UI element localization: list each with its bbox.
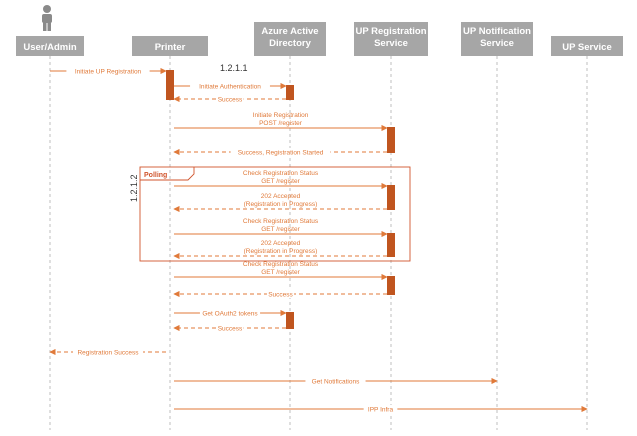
message-return: Success [173, 95, 286, 103]
message-sync: Initiate Authentication [174, 82, 287, 90]
message-label: Registration Success [77, 349, 139, 356]
participant-box [132, 36, 208, 56]
message-sync: Get Notifications [174, 377, 498, 385]
person-icon [42, 5, 52, 31]
participant-label: UP Registration [355, 26, 426, 37]
participant-label: Printer [155, 42, 186, 53]
participant-label: Service [480, 38, 514, 49]
message-label: IPP Infra [368, 406, 394, 413]
participant-upsvc: UP Service [551, 36, 623, 56]
activation-bar [166, 70, 174, 100]
message-sync: Get OAuth2 tokens [174, 309, 287, 317]
message-label: Get OAuth2 tokens [202, 310, 258, 317]
step-number-auth: 1.2.1.1 [220, 63, 248, 73]
message-label: Initiate Authentication [199, 83, 261, 90]
message-label: Initiate Registration [253, 112, 309, 119]
message-label: Success [268, 291, 293, 298]
message-label: Initiate UP Registration [75, 68, 142, 75]
message-label: Check Registration Status [243, 218, 319, 225]
message-return: 202 Accepted(Registration in Progress) [173, 240, 387, 260]
message-label: (Registration in Progress) [244, 201, 318, 208]
message-label: Success [218, 325, 243, 332]
participant-label: Directory [269, 38, 311, 49]
participant-user: User/Admin [16, 36, 84, 56]
participant-label: User/Admin [23, 42, 77, 53]
participant-box [461, 22, 533, 56]
participant-box [354, 22, 428, 56]
activation-bar [387, 233, 395, 257]
activation-bar [286, 85, 294, 100]
activation-bar [387, 276, 395, 295]
participant-printer: Printer [132, 36, 208, 56]
participant-box [551, 36, 623, 56]
message-label: POST /register [259, 120, 303, 127]
message-label: 202 Accepted [261, 240, 301, 247]
message-return: Success [173, 324, 286, 332]
participant-label: UP Notification [463, 26, 531, 37]
participant-box [254, 22, 326, 56]
message-label: 202 Accepted [261, 193, 301, 200]
participant-box [16, 36, 84, 56]
message-label: Check Registration Status [243, 170, 319, 177]
message-sync: IPP Infra [174, 405, 588, 413]
message-label: GET /register [261, 269, 300, 276]
step-number-polling: 1.2.1.2 [129, 174, 139, 202]
activation-bar [286, 312, 294, 329]
participant-label: Service [374, 38, 408, 49]
message-return: Success, Registration Started [173, 148, 387, 156]
message-return: 202 Accepted(Registration in Progress) [173, 193, 387, 213]
message-sync: Initiate UP Registration [50, 67, 167, 75]
message-label: Success [218, 96, 243, 103]
message-label: GET /register [261, 178, 300, 185]
activation-bar [387, 185, 395, 210]
polling-frame: Polling [139, 166, 411, 262]
activation-bar [387, 127, 395, 153]
participant-label: UP Service [562, 42, 611, 53]
frame-label: Polling [144, 172, 167, 179]
message-label: Check Registration Status [243, 261, 319, 268]
message-label: GET /register [261, 226, 300, 233]
message-return: Registration Success [49, 348, 166, 356]
message-return: Success [173, 290, 387, 298]
message-label: Get Notifications [312, 378, 360, 385]
message-label: Success, Registration Started [238, 149, 324, 156]
message-label: (Registration in Progress) [244, 248, 318, 255]
participant-label: Azure Active [261, 26, 318, 37]
